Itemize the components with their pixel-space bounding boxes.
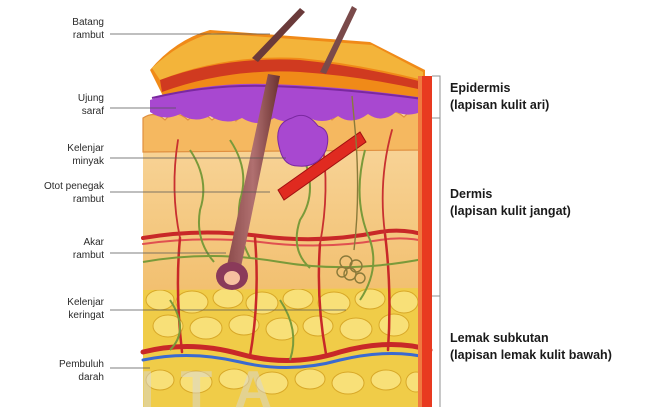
label-kelenjar-keringat: Kelenjar keringat [4, 296, 104, 322]
label-akar-rambut: Akar rambut [4, 236, 104, 262]
label-batang-rambut: Batang rambut [4, 16, 104, 42]
label-otot-penegak-rambut: Otot penegak rambut [4, 180, 104, 206]
label-dermis: Dermis (lapisan kulit jangat) [450, 186, 571, 220]
block-side [418, 76, 432, 407]
label-epidermis: Epidermis (lapisan kulit ari) [450, 80, 549, 114]
label-kelenjar-minyak: Kelenjar minyak [4, 142, 104, 168]
label-pembuluh-darah: Pembuluh darah [4, 358, 104, 384]
layer-brackets [432, 76, 440, 407]
watermark: ITA [140, 360, 520, 407]
epidermis-layer [150, 30, 425, 123]
label-lemak-subkutan: Lemak subkutan (lapisan lemak kulit bawa… [450, 330, 612, 364]
label-ujung-saraf: Ujung saraf [4, 92, 104, 118]
skin-diagram: ITA Batang rambut Ujung saraf Kelenjar m… [0, 0, 658, 407]
